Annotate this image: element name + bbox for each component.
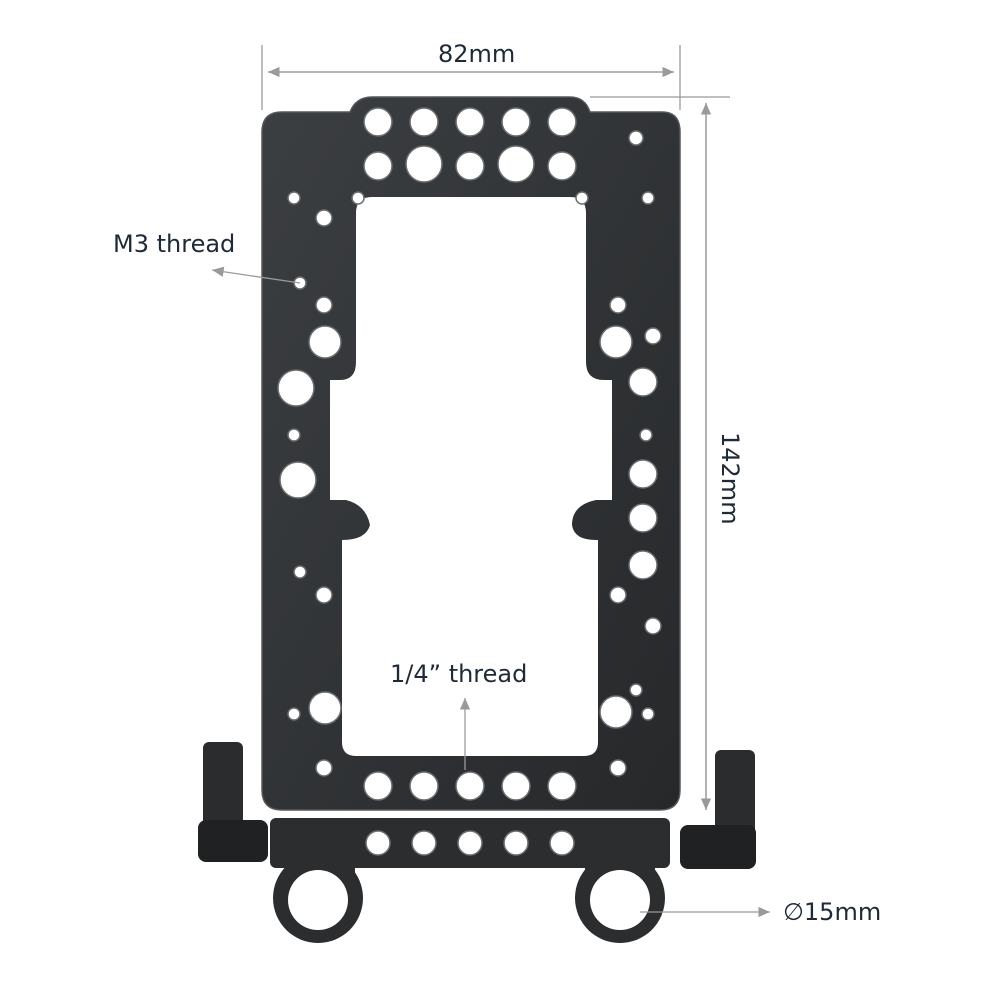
plate-hole <box>315 209 333 227</box>
plate-hole <box>455 151 485 181</box>
plate-cutout <box>330 197 612 756</box>
plate-hole <box>644 327 662 345</box>
plate-hole <box>501 771 531 801</box>
plate-hole <box>411 830 437 856</box>
plate-hole <box>363 107 393 137</box>
plate-hole <box>628 503 658 533</box>
plate-hole <box>315 586 333 604</box>
plate-hole <box>363 771 393 801</box>
rod-diameter-label: ∅15mm <box>783 898 882 926</box>
width-dimension-label: 82mm <box>438 40 516 68</box>
plate-hole <box>279 461 317 499</box>
plate-hole <box>363 151 393 181</box>
plate-hole <box>609 296 627 314</box>
plate-hole <box>628 130 644 146</box>
plate-hole <box>351 191 365 205</box>
plate-hole <box>629 683 643 697</box>
plate-hole <box>409 107 439 137</box>
height-dimension-label: 142mm <box>716 432 744 525</box>
plate-hole <box>641 191 655 205</box>
plate-hole <box>287 707 301 721</box>
plate-hole <box>455 107 485 137</box>
quarter-inch-thread-callout: 1/4” thread <box>390 660 528 688</box>
right-lever <box>680 750 756 869</box>
plate-hole <box>628 367 658 397</box>
dimension-lines <box>211 45 770 918</box>
plate-hole <box>628 459 658 489</box>
plate-hole <box>644 617 662 635</box>
plate-hole <box>641 707 655 721</box>
plate-hole <box>277 369 315 407</box>
m3-thread-callout: M3 thread <box>113 230 236 258</box>
plate-hole <box>547 107 577 137</box>
plate-hole <box>503 830 529 856</box>
plate-hole <box>501 107 531 137</box>
plate-hole <box>599 325 633 359</box>
plate-hole <box>293 565 307 579</box>
plate-hole <box>497 145 535 183</box>
plate-hole <box>639 428 653 442</box>
plate-hole <box>547 151 577 181</box>
plate-hole <box>315 759 333 777</box>
plate-hole <box>405 145 443 183</box>
plate-hole <box>609 586 627 604</box>
plate-hole <box>628 550 658 580</box>
plate-hole <box>549 830 575 856</box>
plate-hole <box>609 759 627 777</box>
plate-hole <box>547 771 577 801</box>
plate-holes <box>277 107 662 856</box>
plate-hole <box>409 771 439 801</box>
left-lever <box>198 742 268 862</box>
plate-hole <box>308 691 342 725</box>
plate-hole <box>315 296 333 314</box>
plate-hole <box>287 191 301 205</box>
plate-hole <box>575 191 589 205</box>
plate-hole <box>365 830 391 856</box>
plate-hole <box>457 830 483 856</box>
plate-hole <box>455 771 485 801</box>
plate-hole <box>308 325 342 359</box>
rod-clamp <box>270 818 670 943</box>
plate-hole <box>287 428 301 442</box>
plate-hole <box>599 695 633 729</box>
